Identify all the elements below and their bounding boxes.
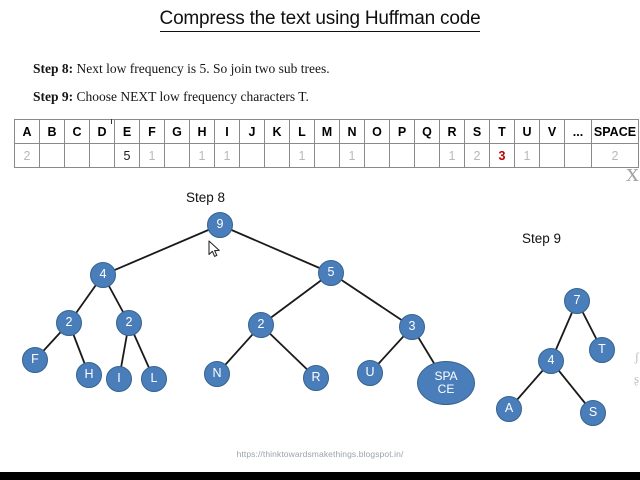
freq-header-cell-c: C xyxy=(64,119,90,144)
freq-value-cell-r: 1 xyxy=(439,143,465,168)
tree-node-step8-n: N xyxy=(204,361,230,387)
freq-header-cell-space: SPACE xyxy=(591,119,639,144)
freq-header-cell-p: P xyxy=(389,119,415,144)
freq-value-cell-p xyxy=(389,143,415,168)
freq-header-cell-b: B xyxy=(39,119,65,144)
freq-value-cell-t: 3 xyxy=(489,143,515,168)
tree-node-step9-s: S xyxy=(580,400,606,426)
freq-header-cell-a: A xyxy=(14,119,40,144)
tree-node-step8-n3: 3 xyxy=(399,314,425,340)
freq-header-cell-u: U xyxy=(514,119,540,144)
step-9-description: Step 9: Choose NEXT low frequency charac… xyxy=(33,89,309,105)
page-title-text: Compress the text using Huffman code xyxy=(159,8,481,32)
freq-header-cell-k: K xyxy=(264,119,290,144)
freq-header-cell-o: O xyxy=(364,119,390,144)
tree-node-step8-n5: 5 xyxy=(318,260,344,286)
tree-edge-n5-n3 xyxy=(330,272,413,328)
text-caret xyxy=(111,119,112,124)
tree-node-step8-n9: 9 xyxy=(207,212,233,238)
freq-value-cell-a: 2 xyxy=(14,143,40,168)
freq-value-cell-ellipsis xyxy=(564,143,592,168)
tree-node-step8-n2c: 2 xyxy=(248,312,274,338)
tree-node-label: CE xyxy=(437,382,455,396)
footer-url: https://thinktowardsmakethings.blogspot.… xyxy=(236,449,404,459)
tree-node-step9-a: A xyxy=(496,396,522,422)
freq-value-cell-space: 2 xyxy=(591,143,639,168)
freq-value-cell-j xyxy=(239,143,265,168)
edge-artifact-glyph-3: ʂ xyxy=(633,371,639,386)
freq-header-cell-r: R xyxy=(439,119,465,144)
freq-value-cell-m xyxy=(314,143,340,168)
freq-header-cell-q: Q xyxy=(414,119,440,144)
tree-node-step8-r: R xyxy=(303,365,329,391)
freq-header-cell-t: T xyxy=(489,119,515,144)
freq-value-cell-s: 2 xyxy=(464,143,490,168)
freq-value-cell-c xyxy=(64,143,90,168)
freq-header-cell-v: V xyxy=(539,119,565,144)
tree-node-step8-u: U xyxy=(357,360,383,386)
freq-value-cell-i: 1 xyxy=(214,143,240,168)
step-9-text: Choose NEXT low frequency characters T. xyxy=(73,89,309,104)
tree-node-step9-t: T xyxy=(589,337,615,363)
freq-header-cell-i: I xyxy=(214,119,240,144)
freq-value-cell-g xyxy=(164,143,190,168)
mouse-pointer-icon xyxy=(208,240,220,257)
freq-header-cell-m: M xyxy=(314,119,340,144)
freq-value-cell-k xyxy=(264,143,290,168)
freq-value-cell-o xyxy=(364,143,390,168)
tree-node-step8-f: F xyxy=(22,347,48,373)
freq-header-cell-l: L xyxy=(289,119,315,144)
freq-header-cell-h: H xyxy=(189,119,215,144)
freq-value-cell-l: 1 xyxy=(289,143,315,168)
freq-value-cell-b xyxy=(39,143,65,168)
step-9-lead: Step 9: xyxy=(33,89,74,104)
tree-node-step8-n4: 4 xyxy=(90,262,116,288)
freq-value-cell-d xyxy=(89,143,115,168)
step-8-tree-label: Step 8 xyxy=(186,190,226,205)
step-8-lead: Step 8: xyxy=(33,61,74,76)
step-8-description: Step 8: Next low frequency is 5. So join… xyxy=(33,61,330,77)
freq-header-cell-g: G xyxy=(164,119,190,144)
bottom-bar xyxy=(0,472,640,480)
freq-value-cell-q xyxy=(414,143,440,168)
freq-value-cell-h: 1 xyxy=(189,143,215,168)
freq-value-cell-e: 5 xyxy=(114,143,140,168)
freq-header-cell-e: E xyxy=(114,119,140,144)
freq-header-cell-ellipsis: ... xyxy=(564,119,592,144)
tree-edge-n9-n4 xyxy=(102,224,221,276)
freq-header-cell-f: F xyxy=(139,119,165,144)
step-9-tree-label: Step 9 xyxy=(522,231,562,246)
freq-header-cell-s: S xyxy=(464,119,490,144)
tree-edge-n9-n5 xyxy=(219,224,332,274)
freq-header-cell-j: J xyxy=(239,119,265,144)
tree-node-step8-n2b: 2 xyxy=(116,310,142,336)
freq-value-cell-u: 1 xyxy=(514,143,540,168)
edge-artifact-glyph-2: ʃ xyxy=(634,349,639,364)
freq-value-cell-f: 1 xyxy=(139,143,165,168)
tree-node-step8-n2a: 2 xyxy=(56,310,82,336)
tree-node-step8-i: I xyxy=(106,366,132,392)
tree-node-step9-s4: 4 xyxy=(538,348,564,374)
edge-artifact-glyph-1: x xyxy=(626,158,639,187)
tree-node-step9-s7: 7 xyxy=(564,288,590,314)
freq-value-cell-n: 1 xyxy=(339,143,365,168)
tree-node-step8-l: L xyxy=(141,366,167,392)
step-8-text: Next low frequency is 5. So join two sub… xyxy=(73,61,330,76)
freq-value-cell-v xyxy=(539,143,565,168)
tree-node-step8-h: H xyxy=(76,362,102,388)
freq-header-cell-n: N xyxy=(339,119,365,144)
freq-header-cell-d: D xyxy=(89,119,115,144)
page-title: Compress the text using Huffman code xyxy=(0,8,640,32)
